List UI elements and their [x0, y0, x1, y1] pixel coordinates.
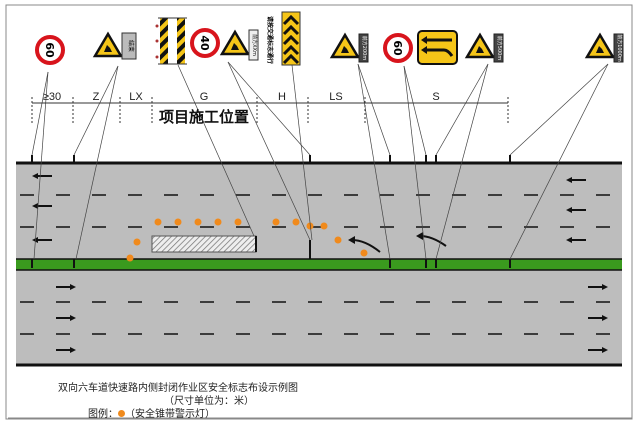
svg-text:40: 40 [198, 35, 211, 51]
cones [126, 218, 368, 262]
work-position-label: 项目施工位置 [159, 108, 249, 126]
frame [5, 4, 633, 420]
dim-g: G [200, 91, 209, 103]
sign-posts [31, 155, 511, 268]
vertical-note: 请按交通标志通行 [266, 16, 274, 64]
road [16, 155, 622, 367]
svg-text:前方200m: 前方200m [361, 36, 368, 61]
traffic-arrows [31, 172, 609, 354]
dim-lx: LX [129, 91, 143, 103]
dimension-line [31, 97, 509, 125]
lane-merge-sign [417, 30, 458, 65]
dim-s: S [432, 91, 439, 103]
speed-limit-40-sign: 40 [190, 28, 220, 58]
lower-carriageway [16, 270, 622, 365]
chevron-sign [281, 11, 301, 66]
work-ahead-xx-sign: 前方XXm [220, 29, 259, 61]
work-ahead-500-sign: 前方500m [465, 33, 504, 63]
legend-label: 图例： [88, 409, 118, 420]
svg-text:60: 60 [43, 42, 56, 58]
caption-title: 双向六车道快速路内侧封闭作业区安全标志布设示例图 [58, 383, 298, 394]
dim-h: H [278, 91, 286, 103]
svg-text:前方1000m: 前方1000m [616, 34, 623, 62]
legend-item: （安全锥带警示灯） [125, 409, 215, 420]
svg-text:前方500m: 前方500m [496, 36, 503, 61]
end-work-zone-sign: 结束 [93, 32, 137, 60]
work-ahead-200-sign: 前方200m [330, 33, 369, 63]
caption-units: （尺寸单位为：米） [164, 396, 254, 407]
median [16, 259, 622, 270]
upper-carriageway [16, 163, 622, 259]
barrier-sign [155, 17, 187, 65]
work-area [151, 235, 257, 253]
svg-text:前方XXm: 前方XXm [251, 34, 258, 56]
work-ahead-1000-sign: 前方1000m [585, 33, 624, 63]
speed-limit-60-sign: 60 [35, 35, 65, 65]
leader-lines [31, 61, 609, 260]
cone-legend-icon [118, 410, 125, 417]
dim-min30: ≥30 [43, 91, 61, 103]
svg-text:60: 60 [391, 40, 404, 56]
legend: 图例： （安全锥带警示灯） [88, 405, 215, 420]
speed-limit-60-sign-2: 60 [383, 33, 413, 63]
svg-text:结束: 结束 [127, 40, 135, 52]
dim-z: Z [93, 91, 100, 103]
dim-ls: LS [329, 91, 342, 103]
